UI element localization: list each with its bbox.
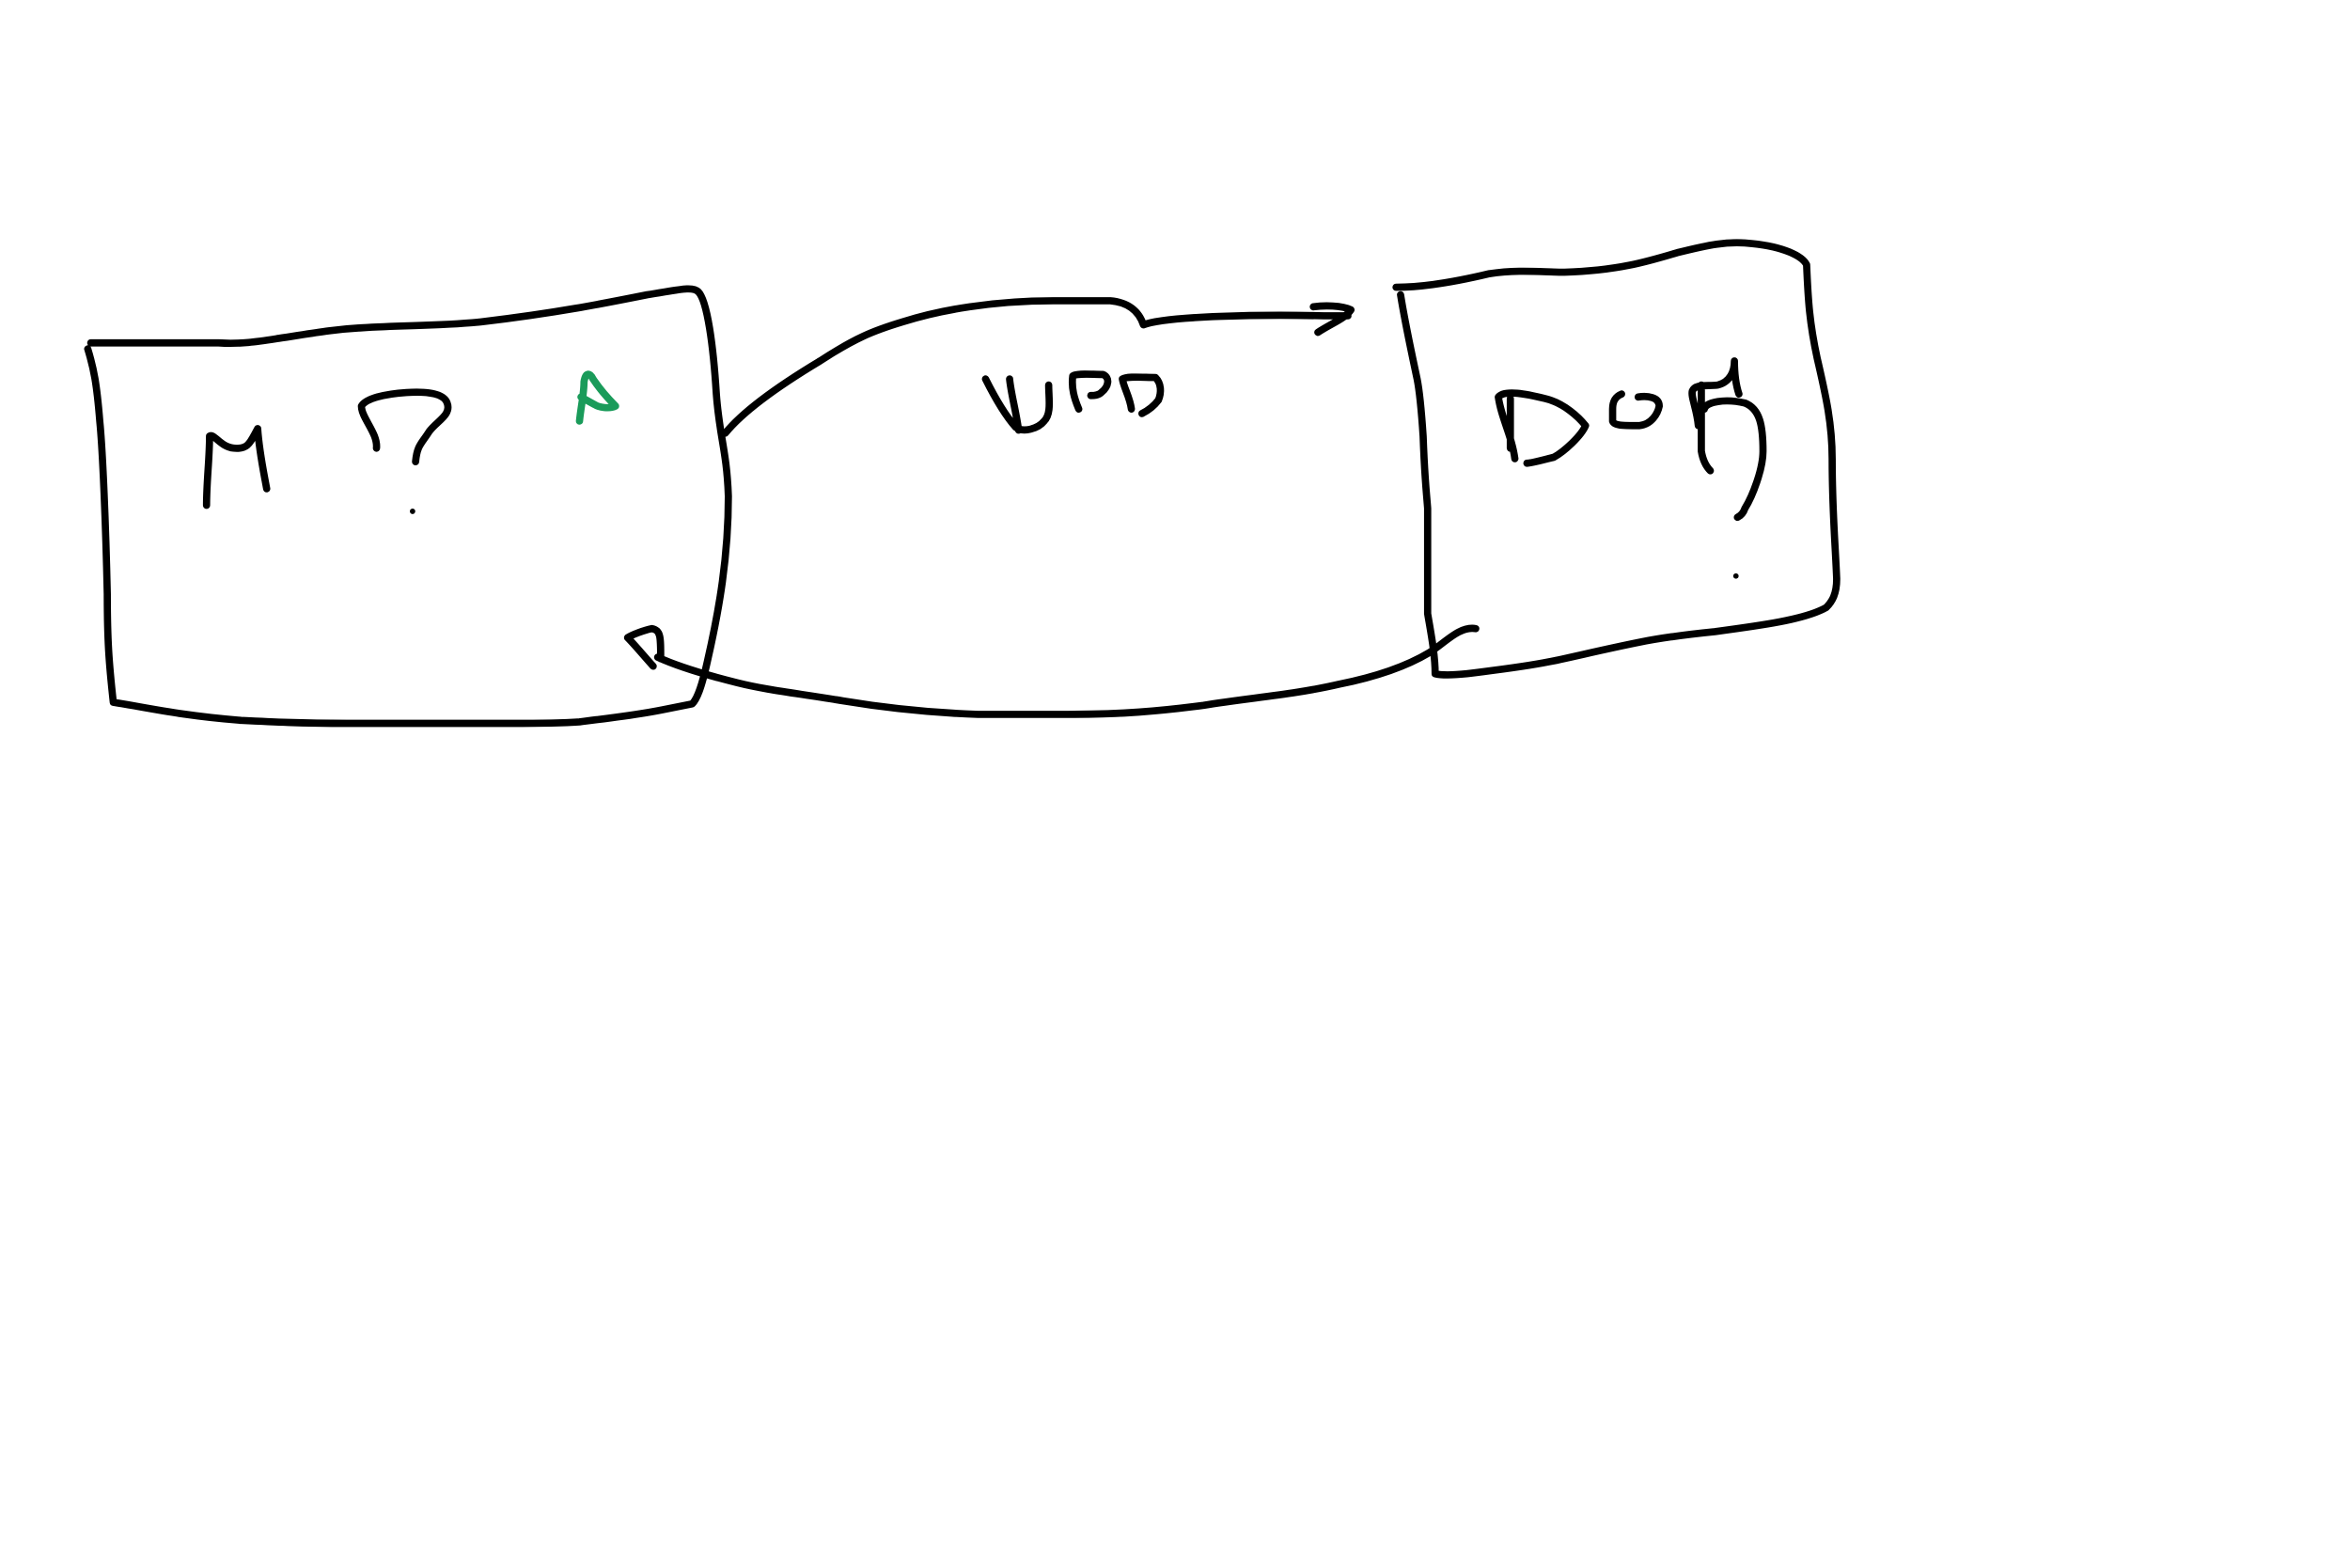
bottom-arrow: [623, 624, 1480, 718]
top-arrow-head: [1309, 302, 1355, 337]
top-arrow-letter-d: [1119, 373, 1165, 417]
left-box-question-mark: [357, 388, 452, 465]
right-box: [1392, 239, 1841, 679]
bottom-arrow-head: [623, 624, 665, 670]
top-arrow-letter-p: [1068, 370, 1112, 413]
left-box-letter-m: [202, 425, 271, 510]
right-box-letter-g: [1688, 357, 1767, 522]
right-box-outline: [1392, 239, 1841, 679]
left-box-green-mark: [575, 370, 619, 425]
top-arrow-letter-w: [981, 375, 1054, 434]
bottom-arrow-curve: [653, 624, 1480, 718]
question-mark-dot: [410, 509, 415, 514]
top-arrow-curve: [721, 297, 1352, 437]
left-box: [84, 285, 732, 728]
right-box-letter-d: [1495, 389, 1590, 467]
left-box-outline: [84, 285, 732, 728]
right-box-letter-o: [1608, 390, 1663, 430]
right-box-dot: [1732, 572, 1739, 579]
top-arrow: [721, 297, 1355, 437]
